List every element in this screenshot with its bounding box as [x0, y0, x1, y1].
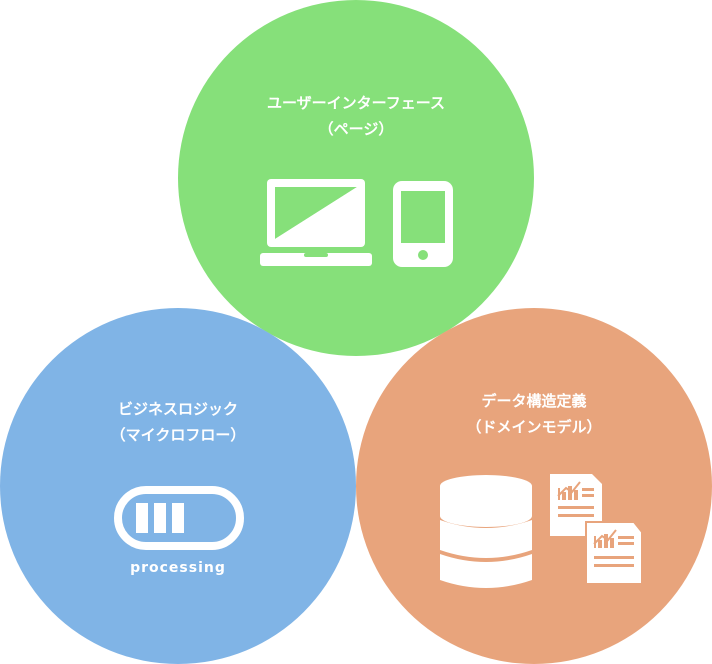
- ui-circle: [178, 0, 534, 356]
- database-icon: [440, 475, 532, 588]
- ui-circle-subtitle: （ページ）: [318, 120, 394, 138]
- data-structure-label: データ構造定義 （ドメインモデル）: [384, 388, 684, 440]
- business-logic-label: ビジネスロジック （マイクロフロー）: [28, 396, 328, 448]
- report-document-icon: [550, 474, 643, 585]
- ui-circle-title: ユーザーインターフェース: [266, 94, 446, 112]
- tablet-icon: [393, 181, 453, 267]
- data-structure-title: データ構造定義: [481, 392, 587, 410]
- data-structure-subtitle: （ドメインモデル）: [466, 418, 602, 436]
- data-structure-circle: [356, 308, 712, 664]
- processing-caption: processing: [130, 560, 226, 576]
- business-logic-subtitle: （マイクロフロー）: [110, 426, 246, 444]
- business-logic-title: ビジネスロジック: [117, 400, 238, 418]
- ui-circle-label: ユーザーインターフェース （ページ）: [206, 90, 506, 142]
- laptop-icon: [260, 179, 372, 266]
- progress-bar-icon: [114, 486, 244, 550]
